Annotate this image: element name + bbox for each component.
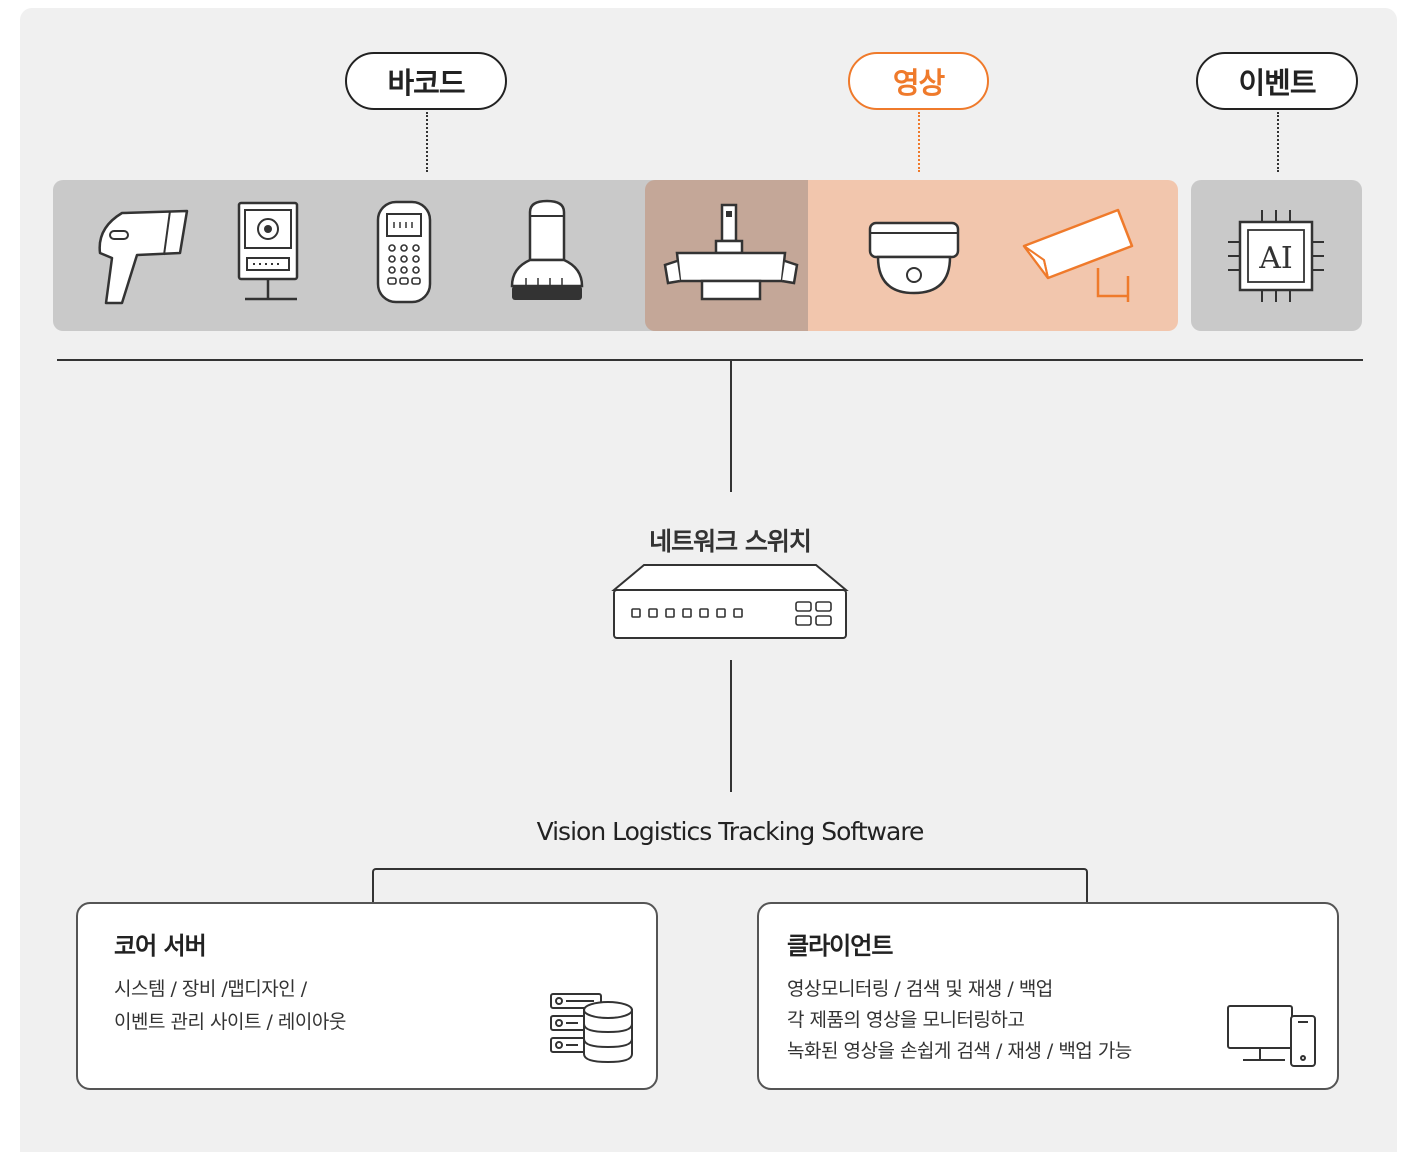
fixed-reader-icon bbox=[237, 201, 299, 301]
category-barcode-label: 바코드 bbox=[387, 66, 465, 100]
dome-camera-icon bbox=[868, 221, 960, 295]
core-server-line-1: 시스템 / 장비 /맵디자인 / bbox=[114, 978, 307, 1000]
barcode-connector bbox=[426, 112, 428, 172]
client-line-2: 각 제품의 영상을 모니터링하고 bbox=[787, 1009, 1025, 1031]
client-card: 클라이언트 영상모니터링 / 검색 및 재생 / 백업 각 제품의 영상을 모니… bbox=[757, 902, 1339, 1090]
core-server-card: 코어 서버 시스템 / 장비 /맵디자인 / 이벤트 관리 사이트 / 레이아웃 bbox=[76, 902, 658, 1090]
bus-to-switch-line bbox=[730, 361, 732, 492]
category-video-label: 영상 bbox=[892, 66, 945, 100]
desktop-mobile-icon bbox=[1227, 1005, 1316, 1067]
client-title: 클라이언트 bbox=[787, 932, 893, 960]
server-database-icon bbox=[550, 993, 633, 1064]
client-line-1: 영상모니터링 / 검색 및 재생 / 백업 bbox=[787, 978, 1053, 1000]
video-device-strip bbox=[806, 180, 1178, 331]
category-event-label: 이벤트 bbox=[1238, 66, 1316, 100]
network-switch-icon bbox=[611, 564, 849, 639]
category-event: 이벤트 bbox=[1196, 52, 1358, 110]
switch-label: 네트워크 스위치 bbox=[649, 527, 812, 556]
switch-to-software-line bbox=[730, 660, 732, 792]
software-bracket bbox=[372, 868, 1088, 904]
core-server-title: 코어 서버 bbox=[114, 932, 207, 960]
client-line-3: 녹화된 영상을 손쉽게 검색 / 재생 / 백업 가능 bbox=[787, 1040, 1132, 1062]
ai-chip-icon: AI bbox=[1228, 210, 1324, 302]
bullet-camera-icon bbox=[1022, 208, 1134, 302]
fixed-scanner-icon bbox=[510, 199, 584, 300]
core-server-line-2: 이벤트 관리 사이트 / 레이아웃 bbox=[114, 1011, 346, 1033]
category-barcode: 바코드 bbox=[345, 52, 507, 110]
software-label: Vision Logistics Tracking Software bbox=[536, 817, 925, 846]
category-video: 영상 bbox=[848, 52, 989, 110]
event-connector bbox=[1277, 112, 1279, 172]
ai-chip-text: AI bbox=[1258, 241, 1293, 276]
device-bus-line bbox=[57, 359, 1363, 361]
overhead-camera-icon bbox=[663, 203, 799, 301]
barcode-scanner-icon bbox=[98, 209, 189, 305]
video-connector bbox=[918, 112, 920, 172]
handheld-terminal-icon bbox=[376, 200, 432, 304]
